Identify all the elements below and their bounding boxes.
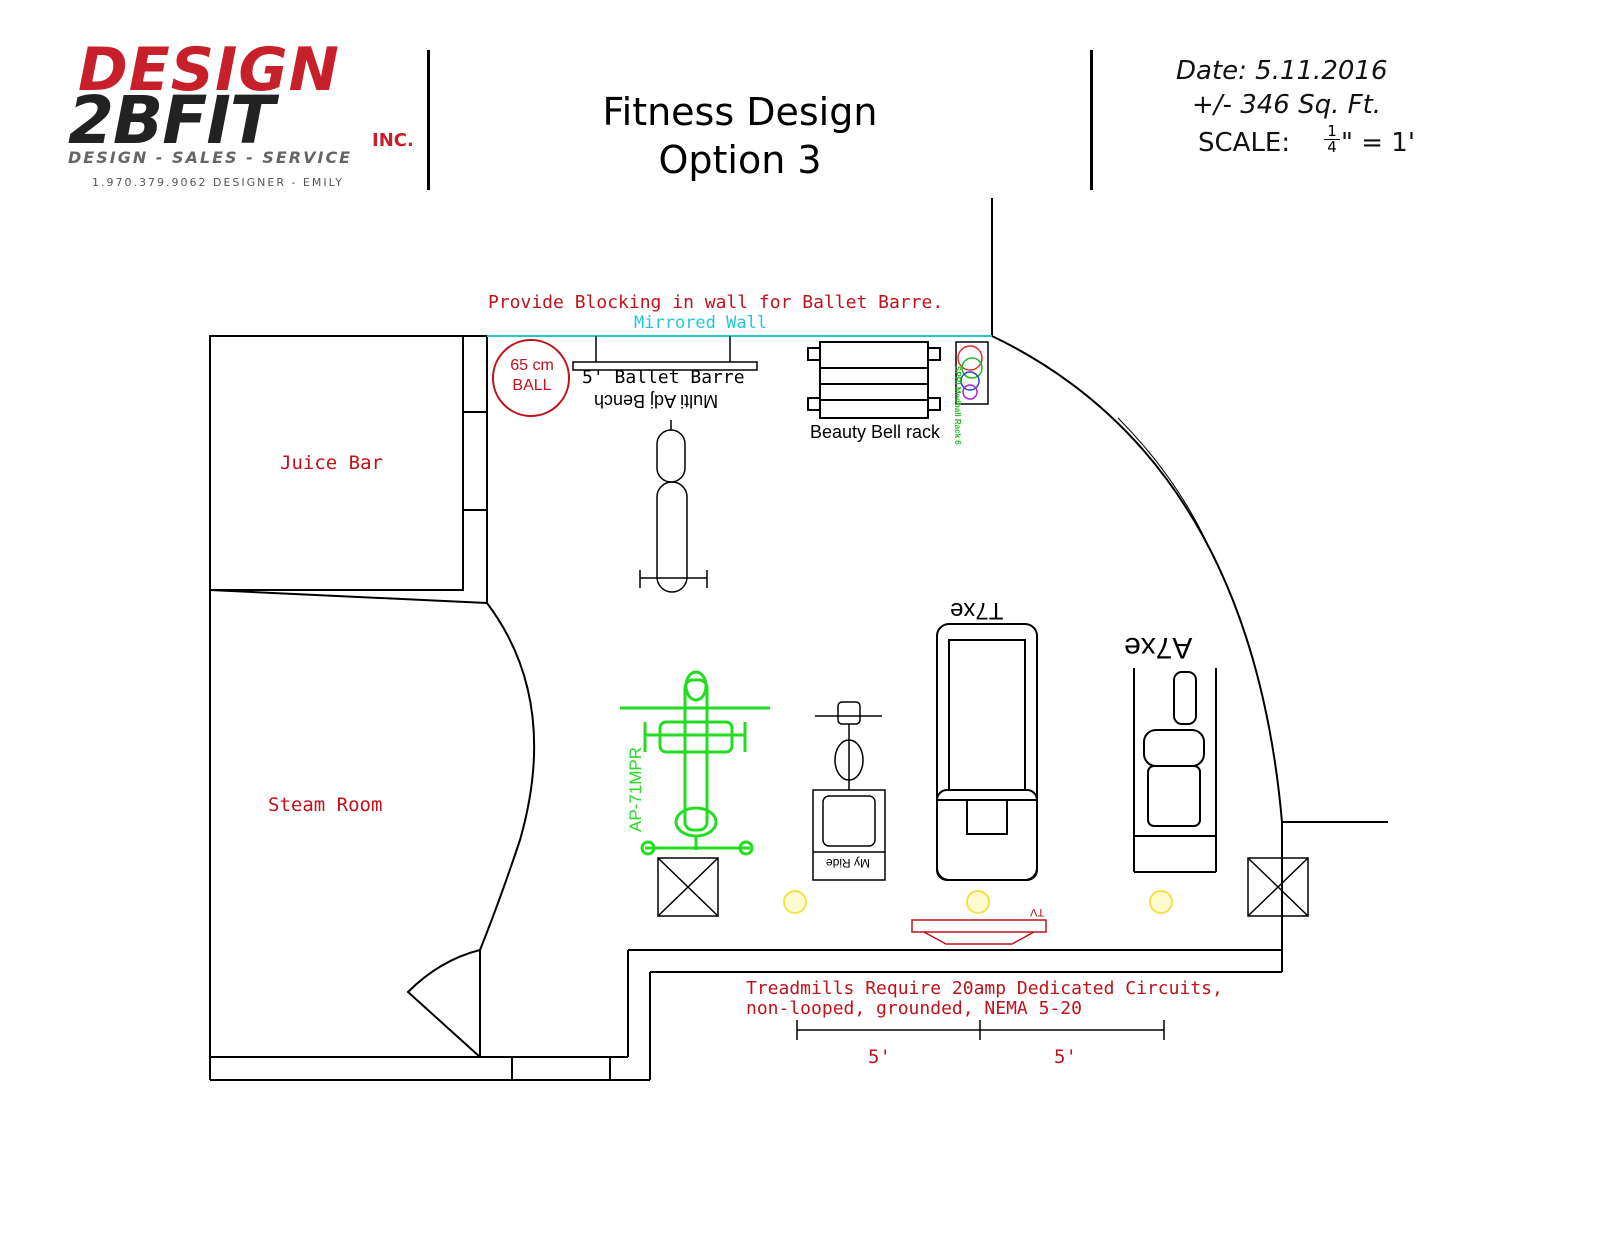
scale-value: " = 1' [1341, 128, 1415, 158]
drawing-title-line2: Option 3 [658, 138, 822, 182]
header-divider-right [1090, 50, 1093, 190]
scale-fraction-denominator: 4 [1327, 138, 1337, 156]
juice-bar-label: Juice Bar [280, 452, 383, 474]
curved-exterior-wall [991, 335, 1283, 823]
medball-red [957, 345, 983, 371]
logo-design-text: DESIGN [78, 35, 340, 105]
steam-room-curved-wall [479, 602, 536, 951]
logo-inc-text: INC. [372, 130, 414, 151]
medball-green [961, 357, 983, 379]
elliptical-label: A7xe [1124, 631, 1193, 664]
bench-label: Multi Adj Bench [594, 391, 719, 411]
drawing-title-line1: Fitness Design [602, 90, 878, 134]
tv-shape [911, 919, 1047, 945]
scale-fraction: 1 4 [1324, 124, 1340, 155]
ballet-barre-label: 5' Ballet Barre [582, 367, 745, 388]
bell-rack-shape [807, 341, 941, 419]
column-box-right [1247, 857, 1309, 917]
dimension-right-label: 5' [1054, 1046, 1077, 1068]
scale-label: SCALE: [1198, 128, 1291, 158]
steam-room-label: Steam Room [268, 794, 383, 816]
ball-label-line1: 65 cm [510, 357, 554, 374]
stability-ball [492, 339, 570, 417]
medball-blue [960, 371, 980, 391]
multi-station-shape [620, 670, 770, 856]
multi-adj-bench-shape [639, 420, 708, 593]
dimension-left-label: 5' [868, 1046, 891, 1068]
date-label: Date: 5.11.2016 [1176, 56, 1388, 86]
bike-label: My Ride [826, 856, 871, 870]
medball-rack-shape [955, 341, 989, 405]
treadmill-note-line1: Treadmills Require 20amp Dedicated Circu… [746, 978, 1223, 999]
logo-tagline: DESIGN - SALES - SERVICE [68, 148, 353, 167]
blocking-note: Provide Blocking in wall for Ballet Barr… [488, 292, 944, 313]
bell-rack-label: Beauty Bell rack [810, 422, 941, 442]
header-divider-left [427, 50, 430, 190]
logo-2bfit-text: 2BFIT [68, 82, 275, 159]
outlet-1 [783, 890, 807, 914]
bike-shape [812, 701, 886, 881]
area-label: +/- 346 Sq. Ft. [1192, 90, 1382, 120]
steam-room-door-swing [406, 949, 481, 1058]
treadmill-label: T7xe [950, 597, 1004, 624]
outlet-2 [966, 890, 990, 914]
curved-wall-window [1117, 417, 1215, 559]
drawing-title: Fitness Design Option 3 [560, 88, 920, 184]
tv-label: TV [1030, 906, 1045, 918]
ball-label-line2: BALL [512, 377, 552, 394]
dimension-line [796, 1020, 1165, 1040]
medball-rack-label: SPRI Medball Rack 6 [953, 366, 962, 445]
medball-purple [962, 384, 978, 400]
ballet-barre-shape [572, 361, 758, 371]
scale-fraction-numerator: 1 [1324, 124, 1340, 140]
multi-station-label: AP-71MPR [626, 746, 645, 832]
mirrored-wall-label: Mirrored Wall [634, 313, 768, 333]
treadmill-shape [936, 623, 1038, 881]
logo-contact: 1.970.379.9062 DESIGNER - EMILY [92, 176, 344, 189]
column-box-left [657, 857, 719, 917]
ball-label: 65 cm BALL [504, 356, 560, 396]
juice-bar-wall-line [209, 589, 488, 604]
treadmill-note-line2: non-looped, grounded, NEMA 5-20 [746, 998, 1082, 1019]
outlet-3 [1149, 890, 1173, 914]
elliptical-shape [1133, 668, 1217, 873]
